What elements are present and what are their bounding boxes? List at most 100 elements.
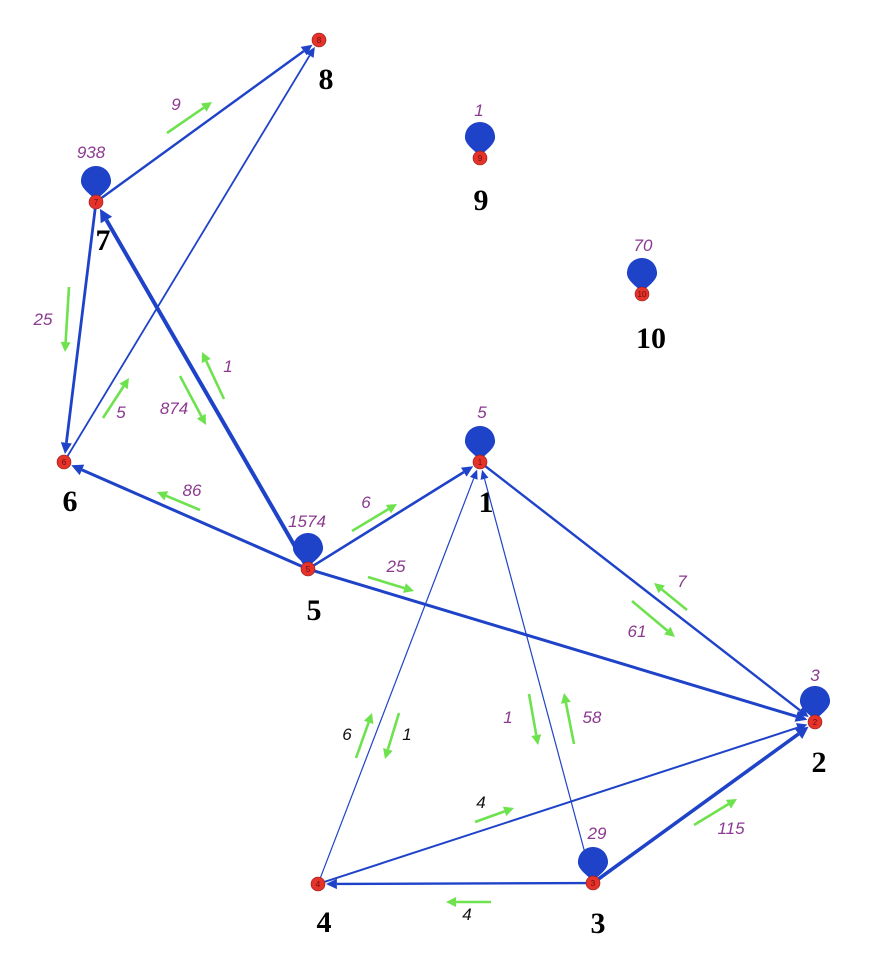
edge-3-to-1-shaft <box>483 478 592 877</box>
edge-count-2-to-1: 7 <box>677 572 687 591</box>
node-circle-1 <box>472 454 488 470</box>
flow-arrow-6-to-8-shaft <box>101 385 125 419</box>
flow-arrow-3-to-2-head <box>725 799 737 809</box>
self-count-2: 3 <box>810 666 820 685</box>
flow-arrow-2-to-1-head <box>654 583 665 594</box>
flow-arrow-4-to-1 <box>354 713 374 759</box>
edge-count-4-to-2: 4 <box>476 793 485 812</box>
edge-5-to-6-shaft <box>81 468 303 568</box>
flow-arrow-1-to-4-head <box>383 747 393 759</box>
self-loop-5 <box>292 533 324 567</box>
flow-arrow-7-to-5 <box>201 352 226 400</box>
edge-7-to-8 <box>100 44 313 199</box>
flow-arrow-3-to-1 <box>561 693 576 745</box>
node-label-5: 5 <box>307 594 322 627</box>
node-label-2: 2 <box>812 746 827 779</box>
edge-5-to-7 <box>100 208 307 564</box>
edge-count-7-to-5: 1 <box>223 357 232 376</box>
flow-arrow-1-to-4-shaft <box>386 712 401 750</box>
flow-arrow-4-to-2-head <box>502 806 514 817</box>
node-inner-label-10: 10 <box>638 290 647 299</box>
node-inner-label-8: 8 <box>317 36 322 45</box>
flow-arrow-5-to-2 <box>367 575 414 593</box>
node-circle-9 <box>472 150 488 166</box>
flow-arrow-7-to-6-head <box>60 341 71 352</box>
node-4[interactable]: 4 <box>310 876 326 892</box>
self-loop-3 <box>577 847 609 881</box>
edge-3-to-4-head <box>325 878 337 890</box>
self-count-10: 70 <box>634 236 653 255</box>
edge-1-to-2 <box>484 465 809 718</box>
flow-arrow-2-to-1-shaft <box>660 588 688 612</box>
node-label-3: 3 <box>591 907 606 940</box>
node-circle-2 <box>807 714 823 730</box>
flow-arrow-5-to-1-shaft <box>351 508 390 533</box>
node-8[interactable]: 8 <box>311 32 327 48</box>
node-5[interactable]: 5 <box>300 561 316 577</box>
edge-3-to-2 <box>597 726 809 881</box>
flow-arrow-5-to-7 <box>178 375 206 425</box>
edge-5-to-2-shaft <box>314 569 797 718</box>
node-label-10: 10 <box>636 322 666 355</box>
edge-count-4-to-1: 6 <box>342 725 352 744</box>
self-loop-10 <box>626 258 658 292</box>
flow-arrow-6-to-8-head <box>119 378 129 390</box>
node-6[interactable]: 6 <box>56 454 72 470</box>
node-10[interactable]: 10 <box>634 286 650 302</box>
flow-arrow-7-to-8-head <box>200 102 212 112</box>
flow-arrow-1-to-2-head <box>664 626 675 637</box>
flow-arrow-7-to-5-shaft <box>205 360 226 400</box>
edge-3-to-2-head <box>794 726 809 739</box>
flow-arrow-5-to-7-head <box>196 413 206 425</box>
edge-count-1-to-4: 1 <box>402 725 411 744</box>
flow-arrow-3-to-4 <box>446 897 491 907</box>
edge-count-7-to-8: 9 <box>171 95 181 114</box>
flow-arrow-4-to-2 <box>474 806 514 824</box>
flow-arrow-2-to-1 <box>654 583 688 612</box>
node-circle-6 <box>56 454 72 470</box>
flow-arrow-6-to-8 <box>101 378 129 419</box>
flow-arrow-7-to-8 <box>166 102 212 135</box>
node-inner-label-6: 6 <box>62 458 67 467</box>
edge-count-3-to-1: 58 <box>583 708 602 727</box>
self-count-1: 5 <box>477 403 487 422</box>
self-count-5: 1574 <box>288 512 326 531</box>
node-inner-label-4: 4 <box>316 880 321 889</box>
node-label-9: 9 <box>474 184 489 217</box>
edge-7-to-6 <box>60 208 97 455</box>
edge-count-5-to-2: 25 <box>386 557 406 576</box>
node-circle-3 <box>585 875 601 891</box>
node-7[interactable]: 7 <box>88 194 104 210</box>
flow-arrow-1-to-2-shaft <box>631 600 669 632</box>
node-2[interactable]: 2 <box>807 714 823 730</box>
node-label-8: 8 <box>319 63 334 96</box>
self-count-3: 29 <box>587 824 607 843</box>
node-circle-7 <box>88 194 104 210</box>
edge-5-to-1-head <box>460 466 474 477</box>
edge-count-5-to-7: 874 <box>160 399 188 418</box>
flow-arrow-7-to-6-shaft <box>64 286 71 343</box>
edge-3-to-2-shaft <box>597 732 800 881</box>
node-inner-label-3: 3 <box>591 879 596 888</box>
edge-6-to-8-shaft <box>66 55 311 457</box>
edge-4-to-2 <box>324 723 808 883</box>
node-inner-label-9: 9 <box>478 154 483 163</box>
self-loop-1 <box>464 426 496 460</box>
flow-arrow-7-to-8-shaft <box>166 106 205 135</box>
edge-count-5-to-6: 86 <box>183 481 202 500</box>
flow-arrow-1-to-3-head <box>531 734 542 745</box>
edge-7-to-8-head <box>300 44 313 56</box>
edge-count-3-to-2: 115 <box>717 819 745 838</box>
flow-arrow-4-to-2-shaft <box>474 810 506 824</box>
edge-1-to-2-shaft <box>484 465 801 712</box>
flow-arrow-5-to-2-head <box>402 583 414 593</box>
node-3[interactable]: 3 <box>585 875 601 891</box>
node-1[interactable]: 1 <box>472 454 488 470</box>
flow-arrow-5-to-1 <box>351 504 397 533</box>
flow-arrow-1-to-4 <box>383 712 401 759</box>
node-9[interactable]: 9 <box>472 150 488 166</box>
node-inner-label-7: 7 <box>94 198 99 207</box>
edge-3-to-4 <box>325 878 587 890</box>
flow-arrow-5-to-6-shaft <box>165 494 201 512</box>
